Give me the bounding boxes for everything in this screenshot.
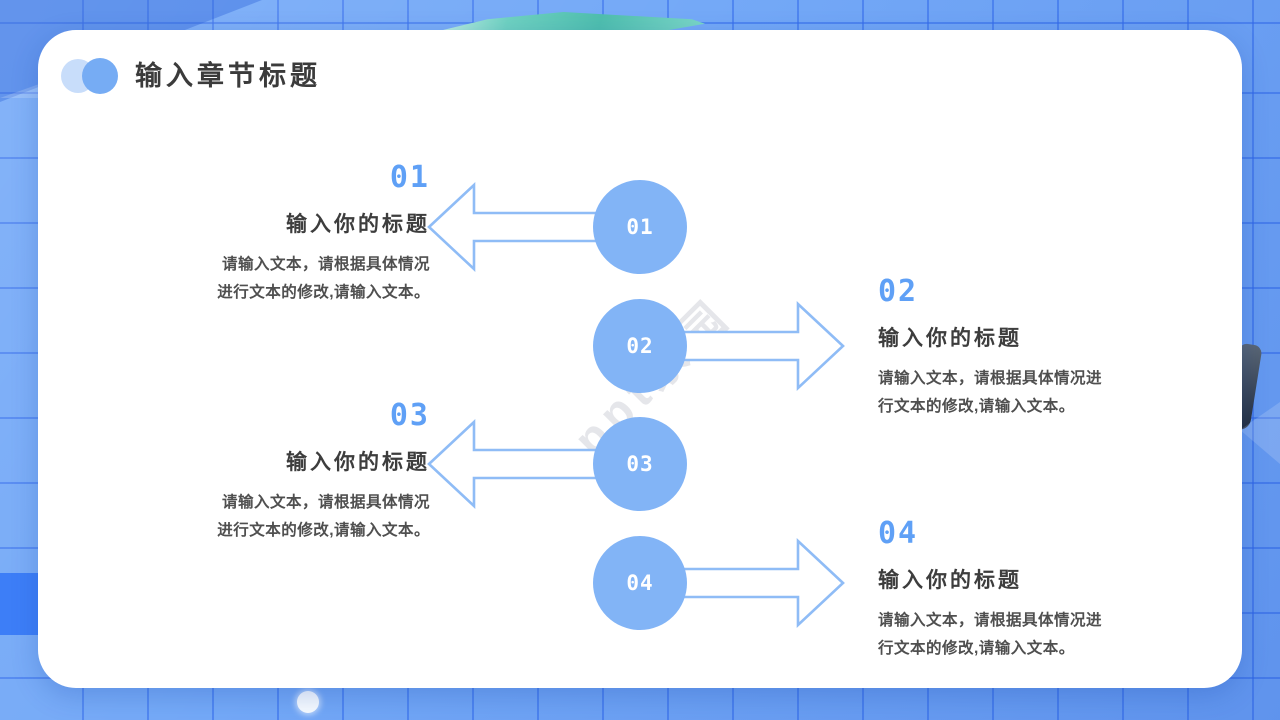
step-title: 输入你的标题: [286, 451, 430, 474]
step-body: 请输入文本，请根据具体情况 进行文本的修改,请输入文本。: [78, 251, 430, 307]
title-bullet-front-circle-icon: [82, 58, 118, 94]
slide-card: 输入章节标题 ppt家园 01 02 03 04 01: [38, 30, 1242, 688]
step-body-line1: 请输入文本，请根据具体情况: [221, 494, 430, 511]
step-title: 输入你的标题: [878, 569, 1022, 592]
step-text-block-02: 02 输入你的标题 请输入文本，请根据具体情况进 行文本的修改,请输入文本。: [878, 277, 1178, 421]
step-number: 03: [389, 398, 430, 433]
step-circle-03: 03: [593, 417, 687, 511]
section-title: 输入章节标题: [135, 61, 321, 91]
white-dot-decoration: [297, 691, 319, 713]
step-body-line2: 行文本的修改,请输入文本。: [878, 398, 1075, 415]
step-title: 输入你的标题: [286, 213, 430, 236]
step-text-block-03: 03 输入你的标题 请输入文本，请根据具体情况 进行文本的修改,请输入文本。: [78, 401, 430, 545]
left-edge-accent-cell: [0, 573, 38, 635]
step-body-line2: 进行文本的修改,请输入文本。: [217, 522, 430, 539]
step-number: 02: [878, 274, 919, 309]
step-body-line1: 请输入文本，请根据具体情况: [221, 256, 430, 273]
step-body: 请输入文本，请根据具体情况进 行文本的修改,请输入文本。: [878, 365, 1178, 421]
step-number: 01: [389, 160, 430, 195]
step-body-line1: 请输入文本，请根据具体情况进: [878, 612, 1103, 629]
step-body: 请输入文本，请根据具体情况 进行文本的修改,请输入文本。: [78, 489, 430, 545]
step-circle-01: 01: [593, 180, 687, 274]
step-circle-number: 03: [626, 452, 654, 476]
step-number: 04: [878, 516, 919, 551]
step-text-block-01: 01 输入你的标题 请输入文本，请根据具体情况 进行文本的修改,请输入文本。: [78, 163, 430, 307]
step-body-line2: 进行文本的修改,请输入文本。: [217, 284, 430, 301]
step-body-line2: 行文本的修改,请输入文本。: [878, 640, 1075, 657]
step-title: 输入你的标题: [878, 327, 1022, 350]
step-circle-02: 02: [593, 299, 687, 393]
step-text-block-04: 04 输入你的标题 请输入文本，请根据具体情况进 行文本的修改,请输入文本。: [878, 519, 1178, 663]
step-body-line1: 请输入文本，请根据具体情况进: [878, 370, 1103, 387]
step-circle-04: 04: [593, 536, 687, 630]
step-circle-number: 04: [626, 571, 654, 595]
step-body: 请输入文本，请根据具体情况进 行文本的修改,请输入文本。: [878, 607, 1178, 663]
step-circle-number: 02: [626, 334, 654, 358]
step-circle-number: 01: [626, 215, 654, 239]
